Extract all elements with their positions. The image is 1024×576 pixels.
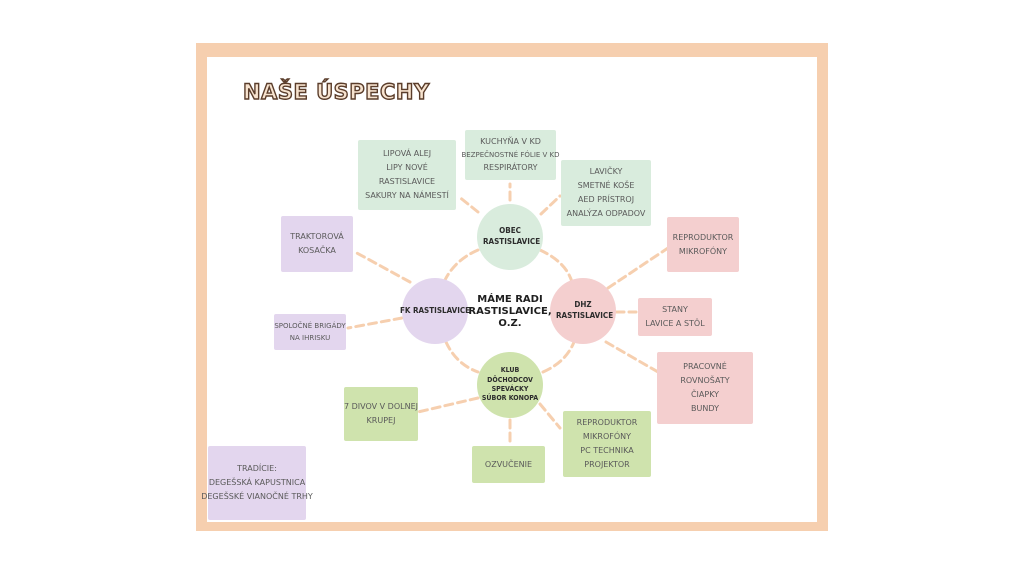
box-line: TRAKTOROVÁ (290, 232, 344, 241)
box-line: PC TECHNIKA (580, 446, 634, 455)
box-line: SMETNÉ KOŠE (577, 181, 635, 190)
connector-klub-reproduktor (538, 402, 562, 430)
connector-klub-dhz (541, 340, 576, 374)
connector-fk-traktorova (353, 250, 412, 284)
connector-fk-klub (444, 340, 480, 374)
node-fk: FK RASTISLAVICE (399, 278, 471, 344)
box-line: REPRODUKTOR (672, 232, 734, 242)
box-line: RASTISLAVICE (378, 177, 436, 186)
box-line: 7 DIVOV V DOLNEJ (344, 402, 418, 411)
node-dhz: DHZ RASTISLAVICE (550, 278, 616, 344)
node-klub-label: KLUB DÔCHODCOV SPEVÁCKY SÚBOR KONOPA (481, 366, 539, 403)
connector-obec-fk (443, 248, 480, 282)
box-line: KUCHYŇA V KD (480, 136, 541, 146)
box-traktorova: TRAKTOROVÁ KOSAČKA (281, 216, 353, 272)
box-line: LIPOVÁ ALEJ (382, 149, 432, 158)
box-line: LAVICE A STÔL (645, 319, 705, 328)
box-line: MIKROFÓNY (678, 246, 728, 256)
box-line: AED PRÍSTROJ (577, 195, 635, 204)
box-lavicky: LAVIČKY SMETNÉ KOŠE AED PRÍSTROJ ANALÝZA… (561, 160, 651, 226)
box-line: BUNDY (691, 404, 719, 413)
connector-dhz-reproduktor (606, 246, 670, 290)
box-line: ROVNOŠATY (680, 376, 730, 385)
box-stany: STANY LAVICE A STÔL (638, 298, 712, 336)
box-reproduktor-klub: REPRODUKTOR MIKROFÓNY PC TECHNIKA PROJEK… (563, 411, 651, 477)
connector-klub-divov (416, 396, 480, 414)
box-line: TRADÍCIE: (237, 464, 277, 473)
box-line: PROJEKTOR (584, 460, 630, 469)
connector-obec-lipova (456, 194, 480, 214)
node-obec-label: OBEC RASTISLAVICE (483, 226, 541, 246)
box-line: OZVUČENIE (484, 459, 533, 469)
box-divov: 7 DIVOV V DOLNEJ KRUPEJ (344, 387, 418, 441)
box-line: KOSAČKA (298, 246, 336, 255)
box-line: NA IHRISKU (289, 334, 331, 342)
box-line: ČIAPKY (690, 390, 720, 399)
box-pracovne: PRACOVNÉ ROVNOŠATY ČIAPKY BUNDY (657, 352, 753, 424)
box-line: SAKURY NA NÁMESTÍ (365, 191, 449, 200)
node-obec: OBEC RASTISLAVICE (477, 204, 543, 270)
box-line: RESPIRÁTORY (483, 163, 538, 173)
node-klub: KLUB DÔCHODCOV SPEVÁCKY SÚBOR KONOPA (477, 352, 543, 418)
box-line: REPRODUKTOR (576, 418, 638, 427)
box-ozvucenie: OZVUČENIE (472, 446, 545, 483)
box-line: STANY (662, 305, 688, 314)
box-tradicie: TRADÍCIE: DEGEŠSKÁ KAPUSTNICA DEGEŠSKÉ V… (201, 446, 313, 520)
box-line: LIPY NOVÉ (386, 163, 428, 172)
box-line: KRUPEJ (366, 416, 396, 425)
box-line: MIKROFÓNY (582, 432, 632, 441)
connector-obec-dhz (538, 248, 574, 284)
box-lipova: LIPOVÁ ALEJ LIPY NOVÉ RASTISLAVICE SAKUR… (358, 140, 456, 210)
box-line: BEZPEČNOSTNÉ FÓLIE V KD (461, 150, 560, 159)
box-line: LAVIČKY (589, 167, 623, 176)
node-dhz-label: DHZ RASTISLAVICE (556, 300, 614, 320)
box-spolocne: SPOLOČNÉ BRIGÁDY NA IHRISKU (274, 314, 346, 350)
box-reproduktor-dhz: REPRODUKTOR MIKROFÓNY (667, 217, 739, 272)
box-line: SPOLOČNÉ BRIGÁDY (274, 321, 346, 330)
box-line: DEGEŠSKÁ KAPUSTNICA (208, 478, 306, 487)
connector-dhz-pracovne (604, 340, 660, 374)
box-line: ANALÝZA ODPADOV (566, 209, 646, 218)
center-title: MÁME RADI RASTISLAVICE, O.Z. (468, 294, 552, 329)
connector-obec-lavicky (539, 194, 562, 216)
box-line: DEGEŠSKÉ VIANOČNÉ TRHY (201, 492, 313, 501)
node-fk-label: FK RASTISLAVICE (399, 305, 471, 315)
page-title: NAŠE ÚSPECHY (242, 79, 430, 104)
box-line: PRACOVNÉ (683, 362, 727, 371)
box-kuchyna: KUCHYŇA V KD BEZPEČNOSTNÉ FÓLIE V KD RES… (461, 130, 560, 180)
connector-fk-spolocne (346, 316, 404, 330)
